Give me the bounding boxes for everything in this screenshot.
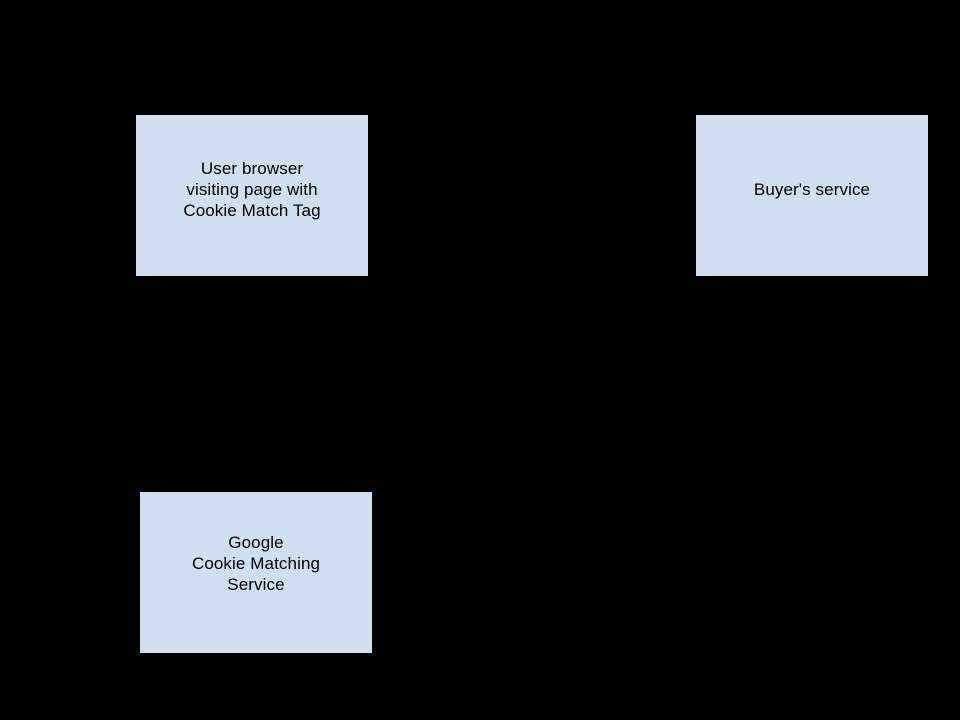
node-google-cookie-matching[interactable]: Google Cookie Matching Service <box>140 492 372 653</box>
node-google-cookie-matching-label: Google Cookie Matching Service <box>191 533 321 594</box>
node-buyers-service-label: Buyer's service <box>753 180 871 199</box>
node-user-browser[interactable]: User browser visiting page with Cookie M… <box>136 115 368 276</box>
node-user-browser-label: User browser visiting page with Cookie M… <box>183 159 321 220</box>
node-buyers-service[interactable]: Buyer's service <box>696 115 928 276</box>
